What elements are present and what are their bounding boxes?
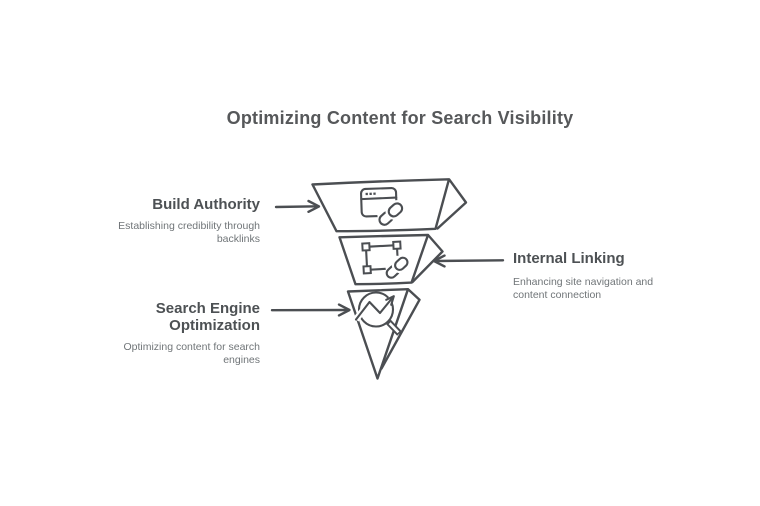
build-authority-label: Build Authority Establishing credibility… [105,196,260,246]
funnel-level-bottom [346,288,421,380]
seo-description: Optimizing content for search engines [123,341,260,366]
selection-link-icon [361,240,411,279]
build-authority-arrow [274,199,321,213]
internal-linking-description: Enhancing site navigation and content co… [513,276,654,301]
browser-link-icon [360,187,406,228]
internal-linking-arrow [432,254,505,268]
connector-arrows [270,199,505,317]
funnel-level-middle [338,233,444,286]
funnel-level-top [311,178,468,233]
seo-heading: Search Engine Optimization [155,300,260,334]
seo-trend-magnifier-icon [353,291,402,336]
build-authority-description: Establishing credibility through backlin… [118,220,260,245]
chain-link-icon [378,200,406,226]
page-title: Optimizing Content for Search Visibility [226,108,574,128]
internal-linking-heading: Internal Linking [513,250,625,267]
seo-arrow [270,303,351,317]
build-authority-heading: Build Authority [152,196,260,213]
chain-link-icon [385,254,411,279]
internal-linking-label: Internal Linking Enhancing site navigati… [513,250,668,302]
seo-label: Search Engine Optimization Optimizing co… [105,300,260,367]
